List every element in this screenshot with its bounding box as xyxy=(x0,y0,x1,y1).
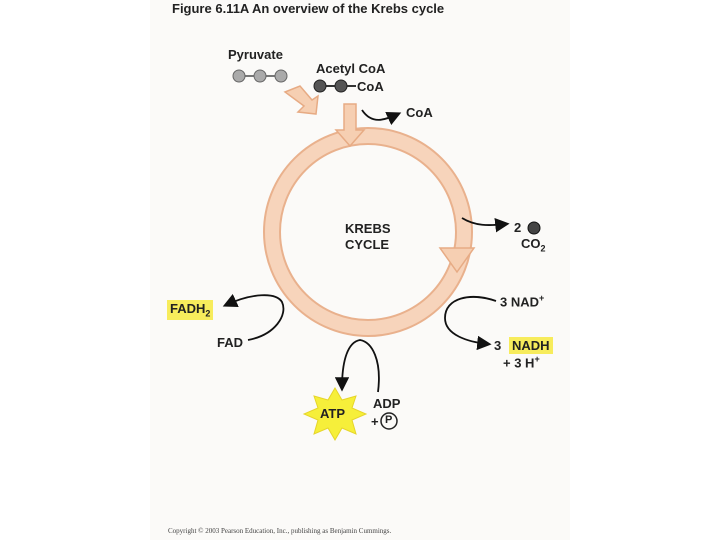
nadh-count: 3 xyxy=(494,338,502,353)
acetyl-coa-label: Acetyl CoA xyxy=(316,61,386,76)
acetyl-entry-arrow xyxy=(334,103,366,148)
copyright-notice: Copyright © 2003 Pearson Education, Inc.… xyxy=(168,527,392,535)
nadh-label: NADH xyxy=(509,337,553,354)
atp-starburst xyxy=(302,387,368,441)
phosphate-label: P xyxy=(385,414,393,426)
pyruvate-conversion-arrow xyxy=(283,85,319,115)
pyruvate-molecule xyxy=(232,69,288,83)
figure-page xyxy=(150,0,570,540)
co2-count: 2 xyxy=(514,220,522,235)
co2-release-arrow xyxy=(461,217,510,233)
pyruvate-label: Pyruvate xyxy=(228,47,283,62)
nad-reactant-label: 3 NAD+ xyxy=(500,293,545,310)
cycle-direction-arrowhead xyxy=(438,247,476,274)
nad-reduction-arrow xyxy=(444,296,497,351)
fadh2-label: FADH2 xyxy=(167,300,214,320)
figure-title: Figure 6.11A An overview of the Krebs cy… xyxy=(172,1,445,16)
acetyl-coa-group-label: CoA xyxy=(357,79,384,94)
cycle-label-line2: CYCLE xyxy=(345,237,390,252)
atp-label: ATP xyxy=(320,406,346,421)
adp-label: ADP xyxy=(373,396,401,411)
phosphate-circle xyxy=(380,412,398,430)
fad-reduction-arrow xyxy=(222,293,285,341)
hydrogen-label: + 3 H+ xyxy=(503,354,540,371)
coa-release-arrow xyxy=(361,109,402,126)
atp-synthesis-arrow xyxy=(334,339,380,393)
acetyl-coa-molecule xyxy=(313,79,356,93)
fad-label: FAD xyxy=(217,335,243,350)
cycle-label-line1: KREBS xyxy=(345,221,391,236)
carbon-atom xyxy=(527,221,541,235)
plus-sign: + xyxy=(371,414,379,429)
co2-label: CO2 xyxy=(521,236,546,254)
coa-released-label: CoA xyxy=(406,105,433,120)
